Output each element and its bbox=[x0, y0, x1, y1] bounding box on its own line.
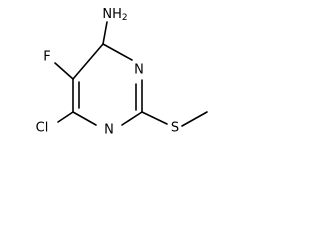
pyrimidine-structure: NH2 F N N Cl S bbox=[36, 7, 208, 138]
ring-nitrogen-top-label: N bbox=[134, 63, 144, 78]
amino-label: NH2 bbox=[102, 7, 127, 24]
bond-c2-s bbox=[141, 111, 168, 125]
ring-nitrogen-bottom-label: N bbox=[104, 123, 114, 138]
chlorine-label: Cl bbox=[36, 121, 49, 136]
bond-n1-c6 bbox=[72, 111, 97, 126]
bond-c6-cl bbox=[57, 111, 74, 123]
bond-c4-n3 bbox=[102, 43, 133, 61]
bond-c5-c4 bbox=[72, 43, 104, 80]
bond-c2-n1 bbox=[121, 111, 143, 126]
bond-c5-f bbox=[54, 62, 74, 80]
fluorine-label: F bbox=[43, 50, 50, 65]
bond-c4-n-amino bbox=[102, 21, 108, 45]
bond-s-methyl bbox=[181, 111, 208, 127]
sulfur-label: S bbox=[171, 121, 179, 136]
